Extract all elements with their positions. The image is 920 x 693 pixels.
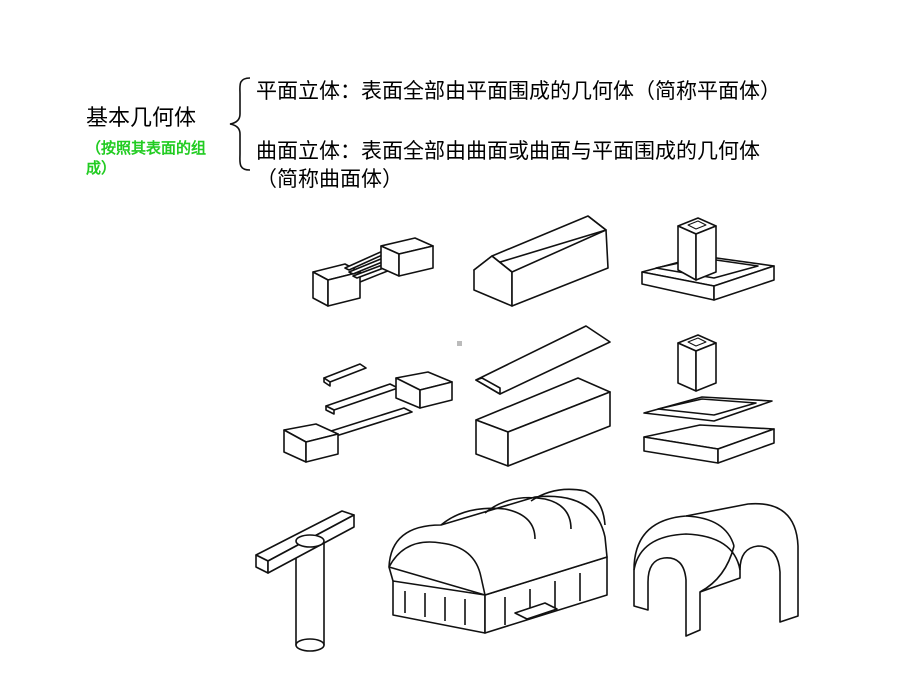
gable-roof-building-figure bbox=[473, 215, 609, 307]
arched-tunnel-figure bbox=[633, 502, 799, 637]
chimney-base-figure bbox=[641, 217, 775, 301]
brace-icon bbox=[229, 77, 251, 171]
stepped-block-figure bbox=[312, 237, 434, 307]
t-cylinder-figure bbox=[255, 510, 355, 652]
center-dot bbox=[457, 341, 462, 346]
curved-definition-cont: （简称曲面体） bbox=[256, 167, 403, 191]
planar-definition: 平面立体：表面全部由平面围成的几何体（简称平面体） bbox=[256, 79, 781, 103]
curved-definition: 曲面立体：表面全部由曲面或曲面与平面围成的几何体 bbox=[256, 139, 760, 163]
gable-roof-exploded-figure bbox=[475, 325, 611, 467]
stepped-block-exploded-figure bbox=[283, 363, 453, 463]
subtitle-note: （按照其表面的组成） bbox=[86, 139, 207, 177]
chimney-exploded-figure bbox=[643, 334, 775, 464]
page-title: 基本几何体 bbox=[86, 106, 197, 131]
vaulted-roof-building-figure bbox=[388, 488, 608, 634]
